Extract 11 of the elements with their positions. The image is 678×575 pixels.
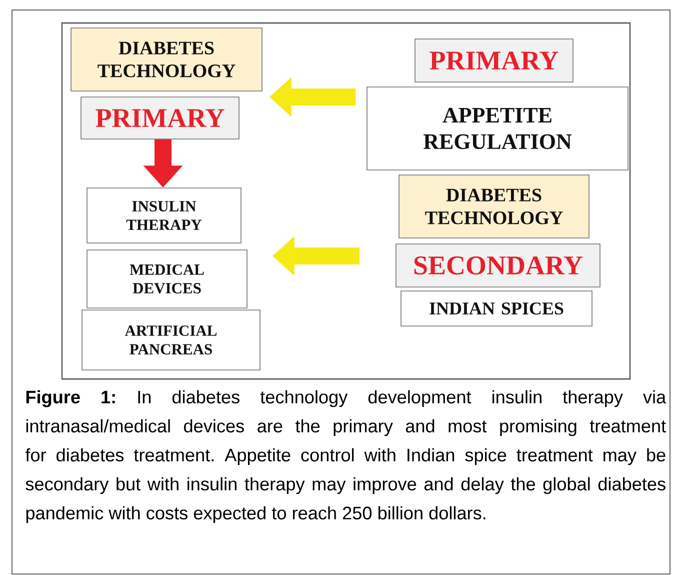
- heading-box: DIABETES TECHNOLOGY: [398, 174, 590, 238]
- heading-box: DIABETES TECHNOLOGY: [70, 28, 262, 92]
- text-box: ARTIFICIAL PANCREAS: [82, 310, 260, 370]
- label-box: PRIMARY: [414, 38, 574, 82]
- caption: Figure 1: In diabetes technology development insulin therapy via intranasal/medical devices are the primary and most promising treatment for diabetes treatment. Appetite control with Indian spice treatment may be secondary but with insulin therapy may improve and delay the global diabetes pandemic with costs expected to reach 250 billion dollars.: [25, 390, 666, 524]
- label-box: SECONDARY: [396, 244, 600, 288]
- text-box: INDIAN SPICES: [400, 290, 592, 326]
- text-box: MEDICAL DEVICES: [86, 250, 248, 308]
- text-box: INSULIN THERAPY: [86, 188, 242, 244]
- label-box: PRIMARY: [80, 96, 240, 140]
- text-box: APPETITE REGULATION: [366, 86, 628, 170]
